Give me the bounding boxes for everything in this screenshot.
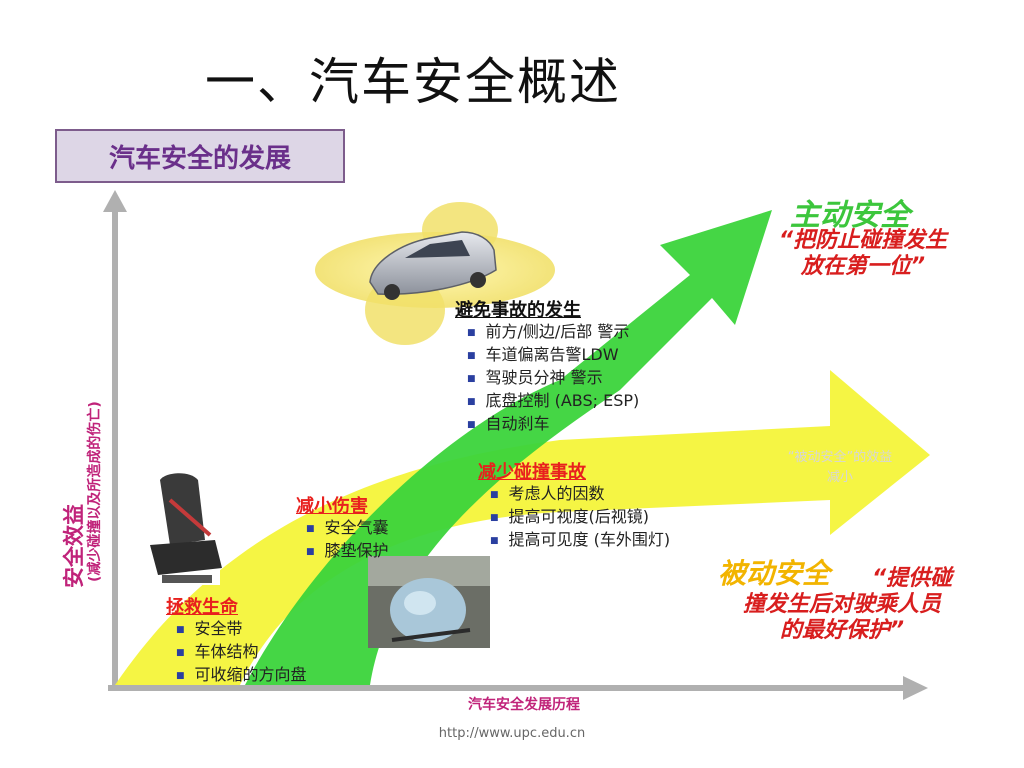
x-axis-arrowhead xyxy=(903,676,928,700)
group-save-lives: 拯救生命 安全带 车体结构 可收缩的方向盘 xyxy=(166,593,307,688)
passive-safety-quote-line: 撞发生后对驶乘人员 xyxy=(742,592,941,617)
list-item: 车道偏离告警LDW xyxy=(467,345,639,368)
list-item: 底盘控制 (ABS; ESP) xyxy=(467,391,640,414)
list-item: 考虑人的因数 xyxy=(490,484,670,507)
group-reduce-collisions: 减少碰撞事故 考虑人的因数 提高可视度(后视镜) 提高可见度 (车外围灯) xyxy=(478,458,670,553)
passive-safety-title: 被动安全 xyxy=(718,557,831,590)
list-item: 前方/侧边/后部 警示 xyxy=(467,322,639,345)
airbag-image xyxy=(368,556,490,648)
list-item: 安全带 xyxy=(176,619,307,642)
axes xyxy=(103,190,928,700)
list-item: 提高可见度 (车外围灯) xyxy=(490,530,671,553)
slide-title: 一、汽车安全概述 xyxy=(205,53,621,111)
passive-safety-quote-line: 的最好保护” xyxy=(779,618,905,643)
passive-benefit-note-line: “被动安全”的效益 xyxy=(787,450,893,465)
y-axis-label: 安全效益 (减少碰撞以及所造成的伤亡) xyxy=(50,300,110,590)
list-item: 车体结构 xyxy=(176,642,307,665)
footer-url: http://www.upc.edu.cn xyxy=(438,726,586,741)
group-heading: 拯救生命 xyxy=(166,597,238,618)
group-heading: 减少碰撞事故 xyxy=(478,462,586,483)
group-heading: 避免事故的发生 xyxy=(455,300,581,321)
active-safety-quote: “把防止碰撞发生 放在第一位” xyxy=(758,228,968,280)
active-safety-quote-line: “把防止碰撞发生 xyxy=(778,228,948,253)
passive-safety-quote: 撞发生后对驶乘人员 的最好保护” xyxy=(722,592,962,644)
section-badge: 汽车安全的发展 xyxy=(55,129,345,183)
list-item: 膝垫保护 xyxy=(306,541,389,564)
list-item: 安全气囊 xyxy=(306,518,389,541)
list-item: 提高可视度(后视镜) xyxy=(490,507,670,530)
passive-safety-quote-line: “提供碰 xyxy=(872,566,953,591)
group-reduce-injury: 减小伤害 安全气囊 膝垫保护 xyxy=(296,492,389,564)
x-axis-label: 汽车安全发展历程 xyxy=(468,697,580,713)
passive-benefit-note-line: 减小 xyxy=(826,470,853,485)
list-item: 驾驶员分神 警示 xyxy=(467,368,639,391)
group-avoid-accidents: 避免事故的发生 前方/侧边/后部 警示 车道偏离告警LDW 驾驶员分神 警示 底… xyxy=(455,296,639,437)
active-safety-quote-line: 放在第一位” xyxy=(800,254,926,279)
y-axis-arrowhead xyxy=(103,190,127,212)
list-item: 自动刹车 xyxy=(467,414,639,437)
car-image xyxy=(315,202,555,345)
passive-safety-arrow xyxy=(115,370,930,685)
passive-benefit-note: “被动安全”的效益 减小 xyxy=(765,448,915,488)
seat-image xyxy=(140,470,222,585)
list-item: 可收缩的方向盘 xyxy=(176,665,307,688)
active-safety-title: 主动安全 xyxy=(790,198,910,233)
group-heading: 减小伤害 xyxy=(296,496,368,517)
y-axis-label-sub: (减少碰撞以及所造成的伤亡) xyxy=(87,401,103,582)
